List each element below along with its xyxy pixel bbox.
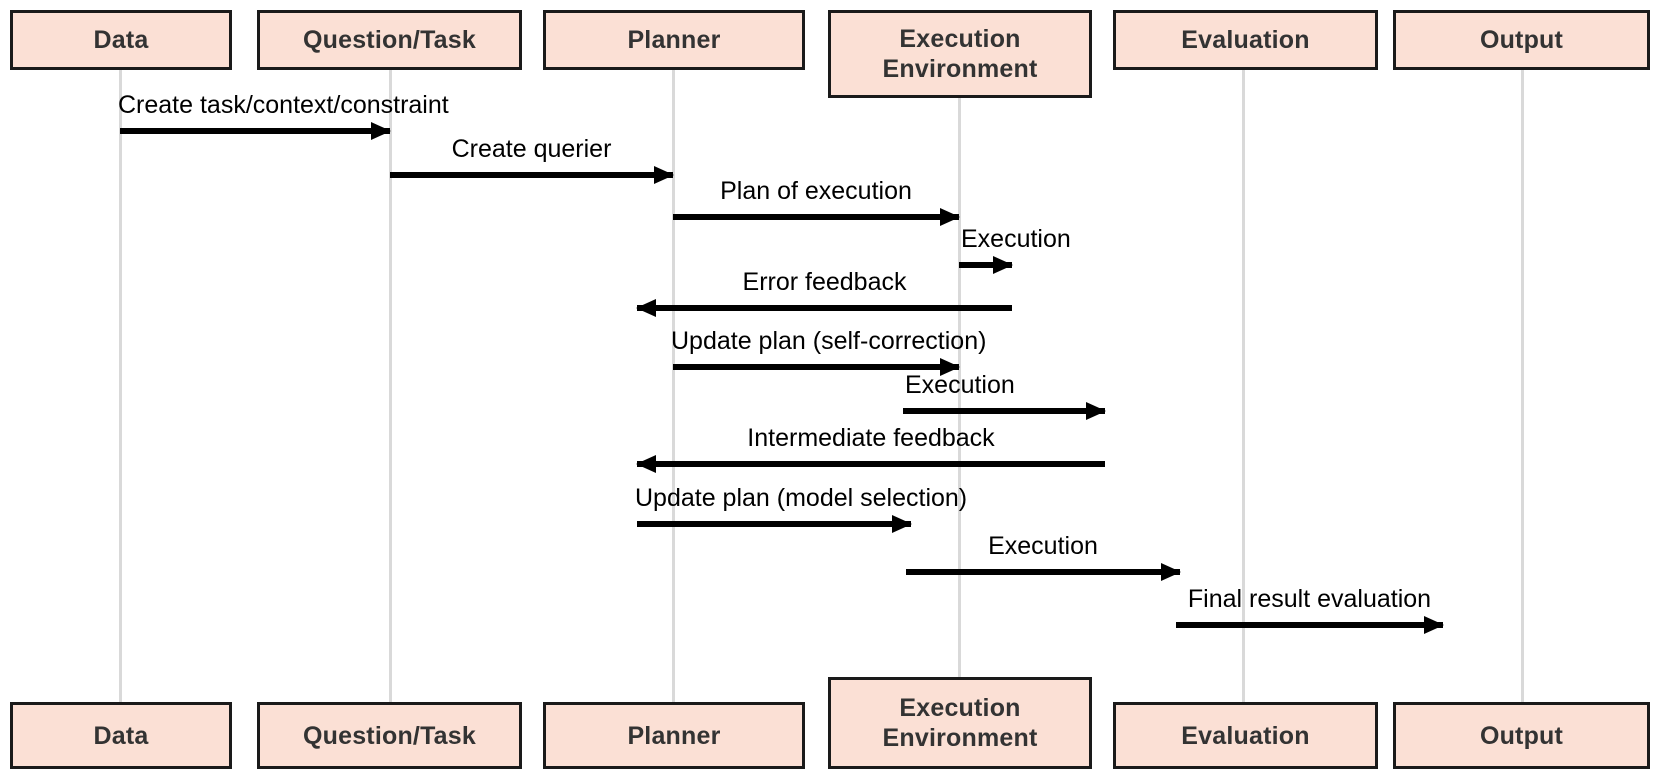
participant-top-question_task[interactable]: Question/Task: [257, 10, 522, 70]
participant-label: Execution Environment: [882, 25, 1038, 83]
participant-label: Output: [1479, 26, 1564, 54]
message-label: Execution: [905, 371, 1015, 399]
message-label: Update plan (model selection): [635, 484, 968, 512]
participant-top-execution_environment[interactable]: Execution Environment: [828, 10, 1092, 98]
participant-label: Data: [93, 26, 149, 54]
participant-bottom-planner[interactable]: Planner: [543, 702, 805, 769]
participant-top-planner[interactable]: Planner: [543, 10, 805, 70]
message-line: [959, 262, 1012, 268]
participant-label: Question/Task: [302, 26, 476, 54]
participant-top-data[interactable]: Data: [10, 10, 232, 70]
participant-bottom-data[interactable]: Data: [10, 702, 232, 769]
participant-label: Planner: [627, 721, 721, 750]
arrowhead-left-icon: [636, 455, 656, 473]
message-label: Plan of execution: [720, 177, 912, 205]
message-label: Create querier: [451, 135, 612, 163]
arrowhead-right-icon: [892, 515, 912, 533]
message-label: Error feedback: [742, 268, 907, 296]
participant-label: Evaluation: [1181, 721, 1310, 750]
arrowhead-left-icon: [636, 299, 656, 317]
participant-bottom-execution_environment[interactable]: Execution Environment: [828, 677, 1092, 769]
message-label: Execution: [961, 225, 1071, 253]
message-label: Create task/context/constraint: [118, 91, 449, 119]
message-label: Final result evaluation: [1187, 585, 1432, 613]
arrowhead-right-icon: [993, 256, 1013, 274]
arrowhead-right-icon: [1086, 402, 1106, 420]
lifeline-planner: [672, 70, 675, 702]
message-line: [637, 521, 911, 527]
message-line: [637, 461, 1105, 467]
lifeline-execution_environment: [958, 98, 961, 677]
arrowhead-right-icon: [654, 166, 674, 184]
participant-bottom-question_task[interactable]: Question/Task: [257, 702, 522, 769]
message-line: [903, 408, 1105, 414]
arrowhead-right-icon: [371, 122, 391, 140]
lifeline-evaluation: [1242, 70, 1245, 702]
message-line: [637, 305, 1012, 311]
participant-bottom-output[interactable]: Output: [1393, 702, 1650, 769]
arrowhead-right-icon: [1424, 616, 1444, 634]
message-line: [120, 128, 390, 134]
lifeline-data: [119, 70, 122, 702]
arrowhead-right-icon: [1161, 563, 1181, 581]
participant-label: Execution Environment: [882, 694, 1038, 752]
lifeline-question_task: [389, 70, 392, 702]
message-line: [1176, 622, 1443, 628]
message-line: [673, 364, 959, 370]
message-line: [673, 214, 959, 220]
message-label: Update plan (self-correction): [671, 327, 987, 355]
message-label: Execution: [988, 532, 1098, 560]
participant-label: Question/Task: [302, 721, 476, 750]
participant-bottom-evaluation[interactable]: Evaluation: [1113, 702, 1378, 769]
arrowhead-right-icon: [940, 208, 960, 226]
participant-label: Evaluation: [1181, 26, 1310, 54]
participant-label: Data: [93, 721, 149, 750]
message-line: [906, 569, 1180, 575]
lifeline-output: [1521, 70, 1524, 702]
message-label: Intermediate feedback: [747, 424, 995, 452]
participant-label: Output: [1479, 721, 1564, 750]
arrowhead-right-icon: [940, 358, 960, 376]
message-line: [390, 172, 673, 178]
participant-top-output[interactable]: Output: [1393, 10, 1650, 70]
participant-top-evaluation[interactable]: Evaluation: [1113, 10, 1378, 70]
participant-label: Planner: [627, 26, 721, 54]
